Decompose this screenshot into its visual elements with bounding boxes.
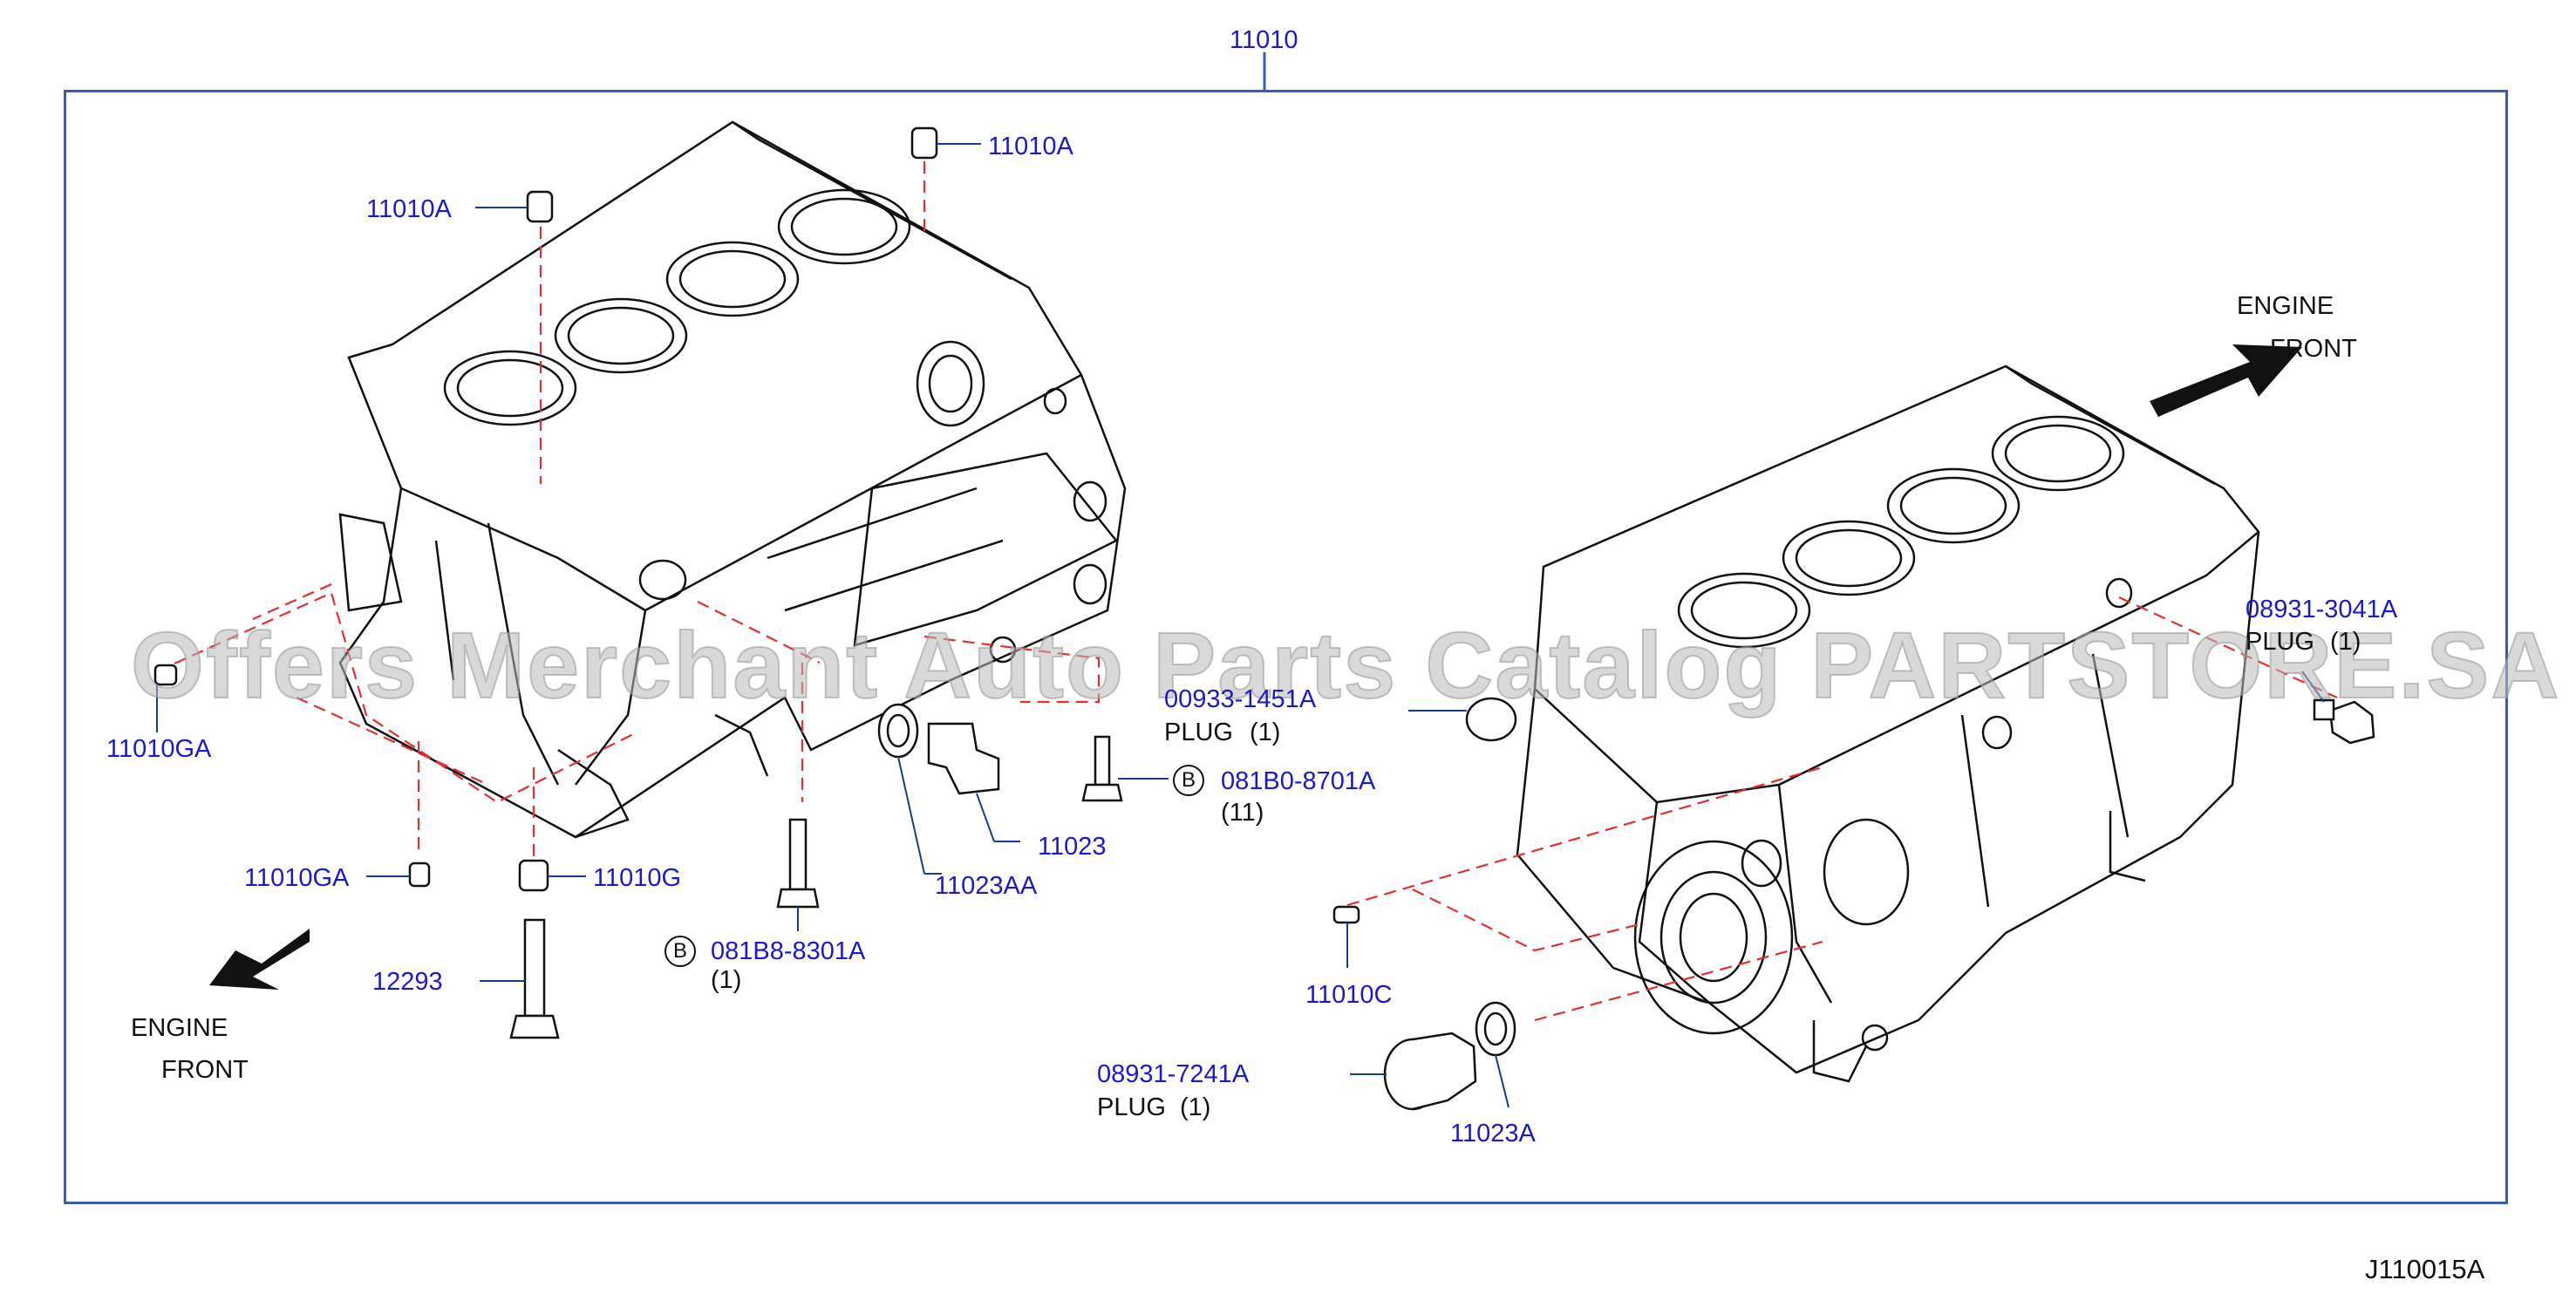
part-qty-08931-3041A: (1) [2330,628,2361,656]
part-label-08931-7241A[interactable]: 08931-7241A [1097,1060,1250,1088]
part-label-11023[interactable]: 11023 [1038,833,1107,861]
part-label-11023A[interactable]: 11023A [1450,1120,1536,1148]
part-qty-081B0: (11) [1221,799,1264,827]
engine-front-arrow-right [2150,344,2302,417]
engine-front-left-line2: FRONT [161,1056,249,1084]
part-desc-00933: PLUG [1164,719,1233,746]
bolt-circle-b-081B8: B [664,936,696,967]
part-label-12293[interactable]: 12293 [372,968,443,996]
right-engine-block [1465,364,2260,1083]
part-label-11010GA-b[interactable]: 11010GA [244,864,350,892]
part-label-11010C[interactable]: 11010C [1305,981,1393,1009]
part-desc-08931-3041A: PLUG [2245,628,2314,656]
part-label-11010[interactable]: 11010 [1230,26,1298,54]
part-label-081B0-8701A[interactable]: 081B0-8701A [1221,767,1376,795]
watermark-text: Offers Merchant Auto Parts Catalog PARTS… [130,611,2561,719]
right-small-parts [1332,698,2375,1111]
part-label-11010A-left[interactable]: 11010A [366,195,452,223]
left-small-parts [153,126,1123,1039]
engine-front-arrow-left [209,929,310,990]
engine-front-left-line1: ENGINE [131,1014,228,1042]
engine-front-right-line2: FRONT [2270,335,2357,363]
left-engine-block [338,120,1127,839]
part-qty-00933: (1) [1250,719,1281,746]
part-qty-081B8: (1) [711,966,742,994]
part-label-11010GA-a[interactable]: 11010GA [106,735,212,763]
part-desc-08931-7241A: PLUG [1097,1093,1166,1121]
part-label-081B8-8301A[interactable]: 081B8-8301A [711,937,866,965]
part-label-11010A-top[interactable]: 11010A [988,133,1073,160]
bolt-circle-b-081B0: B [1173,765,1204,796]
part-label-11010G[interactable]: 11010G [593,864,682,892]
diagram-frame [64,90,2508,1204]
engine-front-right-line1: ENGINE [2237,292,2334,320]
diagram-id: J110015A [2365,1254,2485,1284]
part-label-11023AA[interactable]: 11023AA [935,872,1038,900]
part-label-08931-3041A[interactable]: 08931-3041A [2245,596,2398,623]
part-label-00933-1451A[interactable]: 00933-1451A [1164,685,1317,713]
part-qty-08931-7241A: (1) [1180,1093,1211,1121]
